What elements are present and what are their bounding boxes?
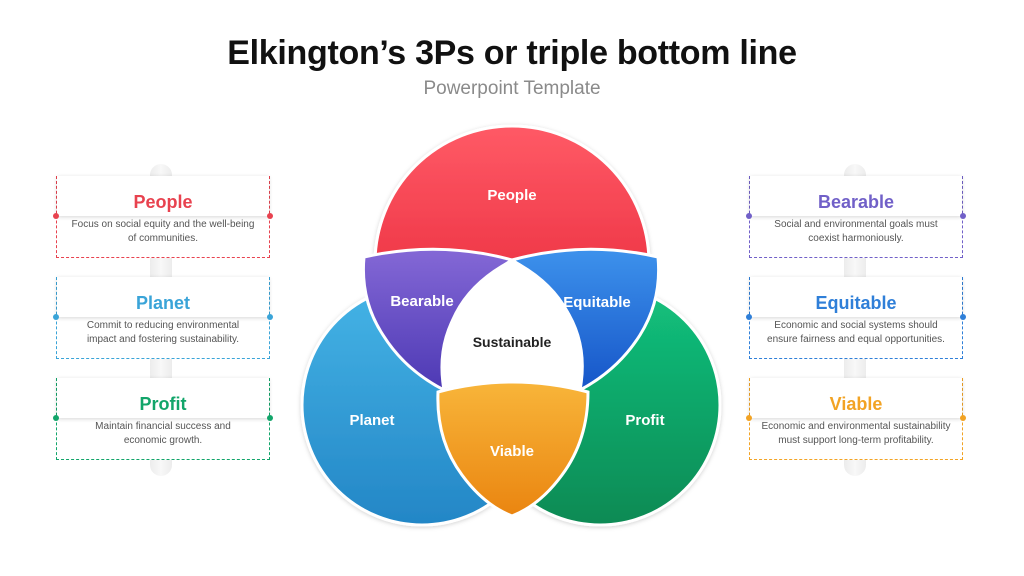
label-viable: Viable [490, 443, 534, 460]
connector-dot [267, 415, 273, 421]
viable-segment [436, 380, 590, 518]
card-tab [57, 176, 269, 216]
connector-dot [267, 213, 273, 219]
label-bearable: Bearable [390, 293, 453, 310]
card-title: Planet [135, 293, 191, 313]
card-tab [750, 176, 962, 216]
label-planet: Planet [349, 412, 394, 429]
card-title: Equitable [815, 293, 897, 313]
card-description: Focus on social equity and the well-bein… [71, 219, 255, 244]
connector-dot [53, 314, 59, 320]
connector-dot [746, 314, 752, 320]
connector-dot [960, 314, 966, 320]
card-equitable: Equitable Economic and social systems sh… [746, 277, 966, 359]
card-bearable: Bearable Social and environmental goals … [746, 176, 966, 258]
card-description: Economic and environmental sustainabilit… [761, 421, 951, 446]
connector-dot [960, 213, 966, 219]
connector-dot [53, 415, 59, 421]
connector-dot [53, 213, 59, 219]
label-people: People [487, 187, 536, 204]
card-tab [750, 378, 962, 418]
label-sustainable: Sustainable [473, 334, 552, 350]
connector-dot [746, 415, 752, 421]
label-profit: Profit [625, 412, 664, 429]
connector-dot [746, 213, 752, 219]
card-viable: Viable Economic and environmental sustai… [746, 378, 966, 460]
card-tab [750, 277, 962, 317]
connector-dot [267, 314, 273, 320]
slide-subtitle: Powerpoint Template [423, 78, 601, 99]
card-title: Viable [829, 394, 883, 414]
card-people: People Focus on social equity and the we… [53, 176, 273, 258]
card-tab [57, 378, 269, 418]
card-title: Bearable [817, 192, 895, 212]
label-equitable: Equitable [563, 294, 631, 311]
card-tab [57, 277, 269, 317]
slide-title: Elkington’s 3Ps or triple bottom line [227, 34, 797, 72]
sustainable-center [441, 258, 583, 390]
card-title: Profit [139, 394, 187, 414]
card-title: People [133, 192, 193, 212]
connector-dot [960, 415, 966, 421]
